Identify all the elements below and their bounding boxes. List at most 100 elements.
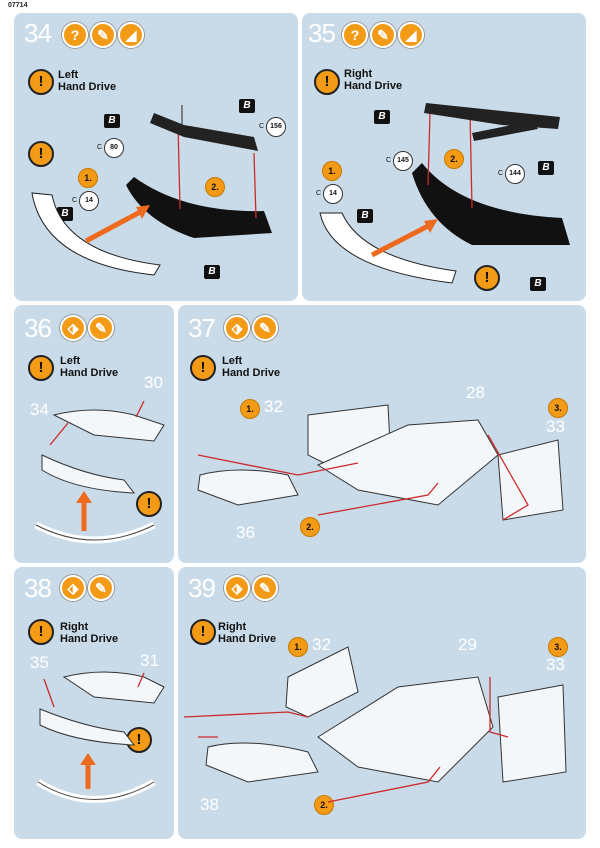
step-number: 38	[24, 573, 52, 603]
step-35-panel: 35 ? ✎ ◢ ! Right Hand Drive 1. 2. C 14 C…	[302, 13, 586, 301]
knife-icon: ✎	[90, 22, 116, 48]
color-prefix: C	[386, 157, 392, 164]
step-36-panel: 36 ⬗ ✎ ! Left Hand Drive 34 30 !	[14, 305, 174, 563]
step-37-panel: 37 ⬗ ✎ ! Left Hand Drive 1. 32 28 3. 33 …	[178, 305, 586, 563]
note-side: Right	[218, 621, 247, 633]
note-drive: Hand Drive	[58, 81, 117, 93]
part-number: 30	[144, 373, 163, 392]
attention-icon: !	[190, 355, 216, 381]
color-prefix: C	[498, 170, 504, 177]
note-side: Left	[58, 69, 79, 81]
color-prefix: C	[316, 190, 322, 197]
hand-drive-note: Right Hand Drive	[344, 68, 402, 92]
part-number: 32	[312, 635, 331, 654]
step-number: 34	[24, 18, 52, 48]
knife-icon: ✎	[88, 575, 114, 601]
color-callout: 145	[393, 151, 413, 171]
step-38-drawing	[36, 671, 165, 803]
attention-icon: !	[28, 141, 54, 167]
color-prefix: C	[259, 123, 265, 130]
decal-icon: ◢	[118, 22, 144, 48]
part-number: 38	[200, 795, 219, 814]
attention-icon: !	[28, 355, 54, 381]
part-number: 33	[546, 655, 565, 674]
substep-1: 1.	[78, 168, 98, 188]
color-callout: 144	[505, 164, 525, 184]
decal-icon: ◢	[398, 22, 424, 48]
glue-icon: ⬗	[224, 315, 250, 341]
color-callout: 14	[79, 191, 99, 211]
substep-1: 1.	[288, 637, 308, 657]
step-number: 37	[188, 313, 216, 343]
paint-brush-icon: ?	[62, 22, 88, 48]
part-number: 32	[264, 397, 283, 416]
attention-icon: !	[190, 619, 216, 645]
note-side: Right	[344, 68, 373, 80]
decal-tag: B	[374, 110, 390, 124]
glue-icon: ⬗	[60, 315, 86, 341]
attention-icon: !	[474, 265, 500, 291]
substep-1: 1.	[322, 161, 342, 181]
step-34-drawing	[31, 105, 272, 276]
glue-icon: ⬗	[60, 575, 86, 601]
substep-2: 2.	[444, 149, 464, 169]
glue-icon: ⬗	[224, 575, 250, 601]
hand-drive-note: Left Hand Drive	[222, 355, 280, 379]
color-callout: 80	[104, 138, 124, 158]
note-drive: Hand Drive	[344, 80, 403, 92]
knife-icon: ✎	[88, 315, 114, 341]
note-drive: Hand Drive	[222, 367, 281, 379]
decal-tag: B	[530, 277, 546, 291]
decal-tag: B	[104, 114, 120, 128]
decal-tag: B	[204, 265, 220, 279]
step-number: 36	[24, 313, 52, 343]
part-number: 33	[546, 417, 565, 436]
note-drive: Hand Drive	[60, 633, 119, 645]
substep-2: 2.	[300, 517, 320, 537]
note-drive: Hand Drive	[218, 633, 277, 645]
attention-icon: !	[28, 69, 54, 95]
hand-drive-note: Right Hand Drive	[218, 621, 276, 645]
color-prefix: C	[97, 144, 103, 151]
attention-icon: !	[28, 619, 54, 645]
substep-1: 1.	[240, 399, 260, 419]
part-number: 28	[466, 383, 485, 402]
substep-2: 2.	[205, 177, 225, 197]
note-drive: Hand Drive	[60, 367, 119, 379]
part-number: 31	[140, 651, 159, 670]
step-38-panel: 38 ⬗ ✎ ! Right Hand Drive 35 31 !	[14, 567, 174, 839]
hand-drive-note: Right Hand Drive	[60, 621, 118, 645]
kit-code: 07714	[8, 2, 28, 9]
step-35-drawing	[319, 103, 570, 284]
step-39-panel: 39 ⬗ ✎ ! Right Hand Drive 1. 32 29 3. 33…	[178, 567, 586, 839]
part-number: 36	[236, 523, 255, 542]
decal-tag: B	[239, 99, 255, 113]
substep-3: 3.	[548, 398, 568, 418]
substep-3: 3.	[548, 637, 568, 657]
knife-icon: ✎	[252, 575, 278, 601]
step-36-drawing	[34, 400, 165, 544]
attention-icon: !	[136, 491, 162, 517]
note-side: Right	[60, 621, 89, 633]
note-side: Left	[222, 355, 243, 367]
color-callout: 156	[266, 117, 286, 137]
attention-icon: !	[314, 69, 340, 95]
part-number: 34	[30, 400, 49, 419]
substep-2: 2.	[314, 795, 334, 815]
hand-drive-note: Left Hand Drive	[58, 69, 116, 93]
step-37-drawing	[197, 404, 564, 521]
decal-tag: B	[357, 209, 373, 223]
color-prefix: C	[72, 197, 78, 204]
step-34-panel: 34 ? ✎ ◢ ! Left Hand Drive ! 1. 2. C 14 …	[14, 13, 298, 301]
step-number: 39	[188, 573, 216, 603]
step-39-drawing	[183, 646, 567, 803]
knife-icon: ✎	[370, 22, 396, 48]
part-number: 35	[30, 653, 49, 672]
part-number: 29	[458, 635, 477, 654]
decal-tag: B	[538, 161, 554, 175]
paint-brush-icon: ?	[342, 22, 368, 48]
knife-icon: ✎	[252, 315, 278, 341]
step-number: 35	[308, 18, 336, 48]
hand-drive-note: Left Hand Drive	[60, 355, 118, 379]
note-side: Left	[60, 355, 81, 367]
